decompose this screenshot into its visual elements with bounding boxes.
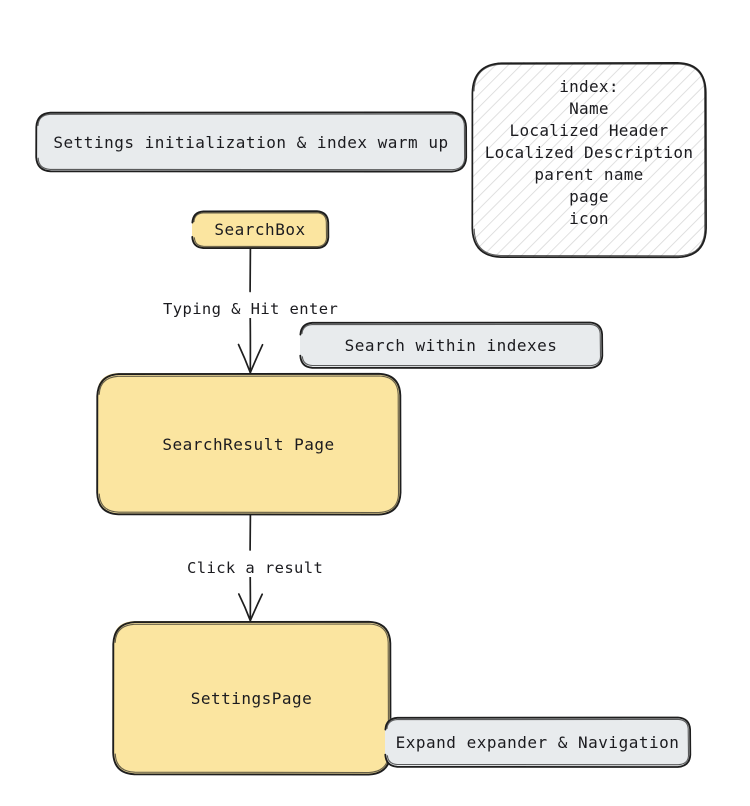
search-result-page-shape <box>96 372 402 516</box>
settings-page-node[interactable] <box>113 621 390 775</box>
search-result-page-node[interactable] <box>97 373 400 515</box>
expand-expander-node[interactable] <box>385 717 690 767</box>
index-box-shape <box>471 62 707 259</box>
search-box-shape <box>191 210 330 250</box>
settings-init-node[interactable] <box>36 112 466 172</box>
index-box-node[interactable] <box>472 62 706 258</box>
search-box-node[interactable] <box>192 211 328 248</box>
edge-click-label: Click a result <box>184 559 327 577</box>
search-within-indexes-node[interactable] <box>300 322 602 368</box>
settings-init-shape <box>35 111 468 173</box>
edge-click-arrow <box>237 514 264 622</box>
expand-expander-shape <box>384 716 692 768</box>
edge-typing-label: Typing & Hit enter <box>160 300 342 318</box>
search-within-indexes-shape <box>299 321 604 369</box>
edge-typing-arrow <box>237 247 264 374</box>
